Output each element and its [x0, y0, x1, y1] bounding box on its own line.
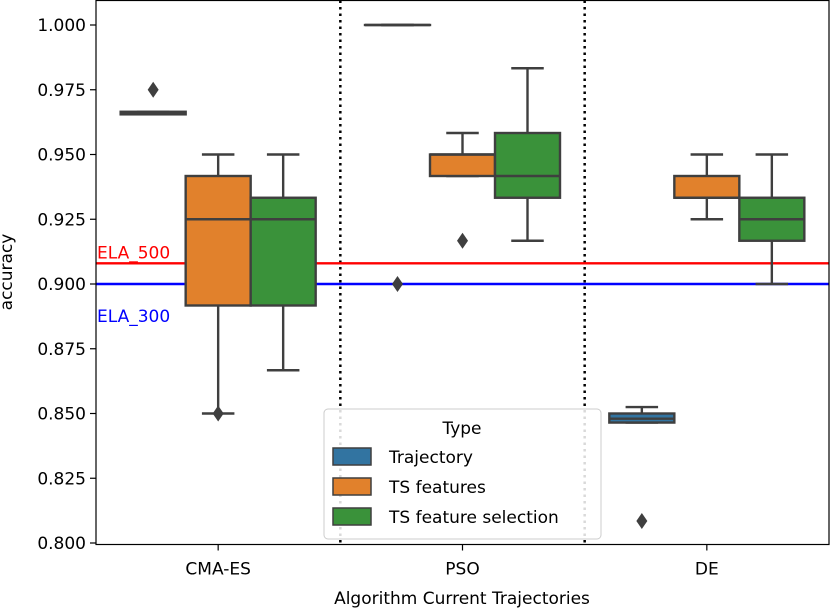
box-series: [119, 23, 806, 529]
y-axis-ticks: 0.800 0.825 0.850 0.875 0.900 0.925 0.950 0.975…: [37, 16, 96, 554]
legend-swatch: [332, 477, 372, 496]
box: [428, 153, 497, 178]
y-tick-label: 0.975: [37, 81, 86, 101]
outlier-point: [636, 512, 648, 529]
legend-swatch: [332, 507, 372, 526]
legend-entry-label: TS feature selection: [388, 508, 559, 528]
y-tick-label: 1.000: [37, 16, 86, 36]
x-tick-label: PSO: [445, 560, 479, 580]
outlier-point: [392, 276, 403, 292]
x-axis-label: Algorithm Current Trajectories: [334, 589, 590, 609]
box-series-group: [249, 67, 806, 372]
x-axis-ticks: CMA-ES PSO DE: [185, 544, 719, 580]
box: [184, 174, 252, 307]
y-tick-label: 0.825: [37, 469, 86, 489]
y-tick-label: 0.950: [37, 146, 86, 166]
y-tick-label: 0.925: [37, 210, 86, 230]
outlier-point: [147, 81, 159, 98]
x-tick-label: DE: [695, 560, 719, 580]
box: [249, 196, 317, 307]
legend: Type Trajectory TS features TS feature sel…: [323, 408, 602, 540]
plot-frame: [95, 0, 830, 546]
box: [673, 174, 741, 199]
legend-frame: [323, 408, 602, 540]
legend-entry-label: Trajectory: [388, 448, 473, 468]
y-tick-label: 0.875: [37, 340, 86, 360]
y-tick-label: 0.800: [37, 534, 86, 554]
legend-swatch: [332, 447, 372, 466]
box: [493, 131, 562, 199]
y-tick-label: 0.900: [37, 275, 86, 295]
outlier-point: [212, 405, 224, 422]
y-tick-label: 0.850: [37, 405, 86, 425]
reference-line-label: ELA_300: [97, 307, 170, 327]
box-series-group: [119, 23, 676, 529]
reference-line-label: ELA_500: [97, 243, 170, 263]
outlier-point: [457, 232, 468, 249]
y-axis-label: accuracy: [0, 234, 17, 311]
x-tick-label: CMA-ES: [185, 560, 250, 580]
legend-title: Type: [441, 419, 481, 439]
legend-entry-label: TS features: [388, 478, 486, 498]
